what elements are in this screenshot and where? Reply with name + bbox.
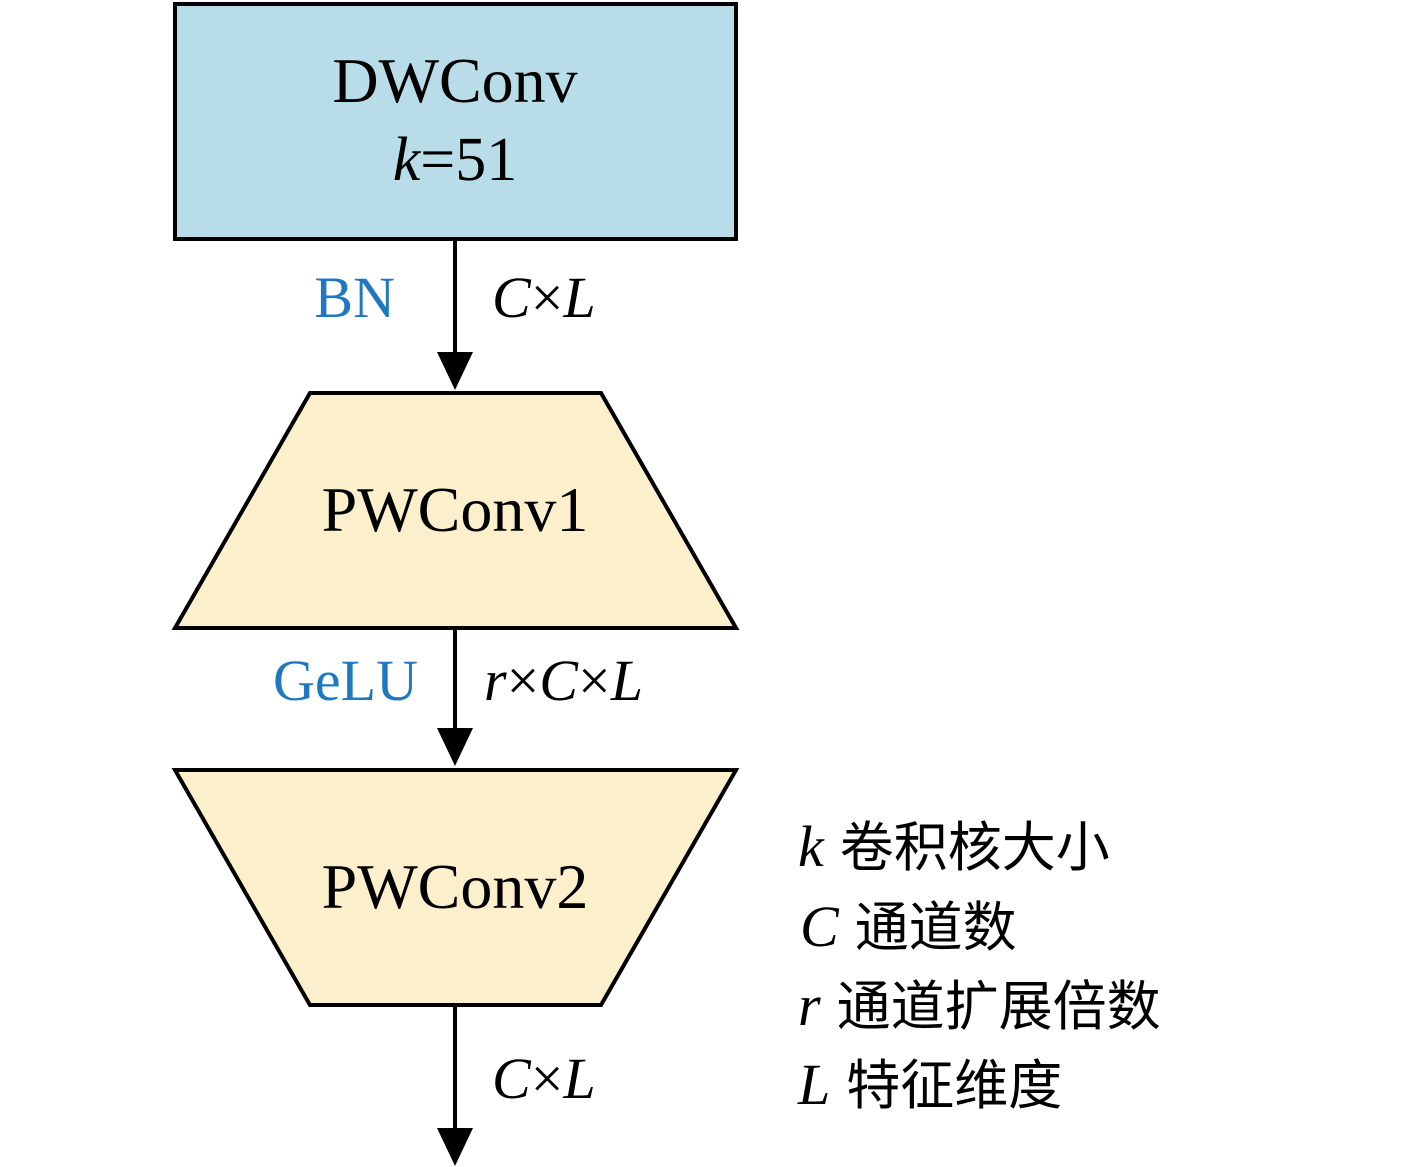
edge-1: BN C×L <box>314 239 596 390</box>
times-symbol: × <box>507 648 540 713</box>
shape-var: L <box>562 1046 595 1111</box>
dwconv-block: DWConv k=51 <box>173 2 738 241</box>
edge-3: C×L <box>437 1005 596 1166</box>
edge-3-shape: C×L <box>492 1046 596 1111</box>
edge-1-shape: C×L <box>492 265 596 330</box>
legend-label: 卷积核大小 <box>840 816 1110 879</box>
legend-item: L 特征维度 <box>797 1052 1062 1117</box>
edge-3-arrowhead <box>437 1128 473 1166</box>
param-var-k: k <box>393 126 422 194</box>
pwconv1-trapezoid <box>171 391 740 630</box>
shape-var: r <box>484 648 507 713</box>
pwconv2-block: PWConv2 <box>171 768 740 1007</box>
pwconv1-block: PWConv1 <box>171 391 740 630</box>
legend-symbol: k <box>798 814 825 879</box>
legend-symbol: r <box>798 973 821 1038</box>
legend-symbol: C <box>800 894 840 959</box>
pwconv2-trapezoid <box>171 768 740 1007</box>
shape-var: L <box>610 648 643 713</box>
legend-symbol: L <box>797 1052 830 1117</box>
legend-label: 通道扩展倍数 <box>837 975 1161 1038</box>
edge-1-activation: BN <box>314 265 395 330</box>
shape-var: C <box>539 648 579 713</box>
edge-2-activation: GeLU <box>273 648 418 713</box>
dwconv-title: DWConv <box>332 45 577 116</box>
edge-1-arrowhead <box>437 352 473 390</box>
times-symbol: × <box>531 1046 564 1111</box>
shape-var: C <box>492 1046 532 1111</box>
edge-2-shape: r×C×L <box>484 648 643 713</box>
legend-label: 特征维度 <box>846 1054 1062 1117</box>
times-symbol: × <box>531 265 564 330</box>
legend-item: r 通道扩展倍数 <box>798 973 1161 1038</box>
legend-label: 通道数 <box>855 896 1017 959</box>
shape-var: L <box>562 265 595 330</box>
pwconv1-title: PWConv1 <box>322 474 589 545</box>
edge-2-arrowhead <box>437 728 473 766</box>
edge-2: GeLU r×C×L <box>273 628 643 766</box>
times-symbol: × <box>578 648 611 713</box>
dwconv-box <box>173 2 738 241</box>
shape-var: C <box>492 265 532 330</box>
param-value: =51 <box>420 126 517 194</box>
dwconv-param: k=51 <box>393 126 518 194</box>
pwconv2-title: PWConv2 <box>322 851 589 922</box>
